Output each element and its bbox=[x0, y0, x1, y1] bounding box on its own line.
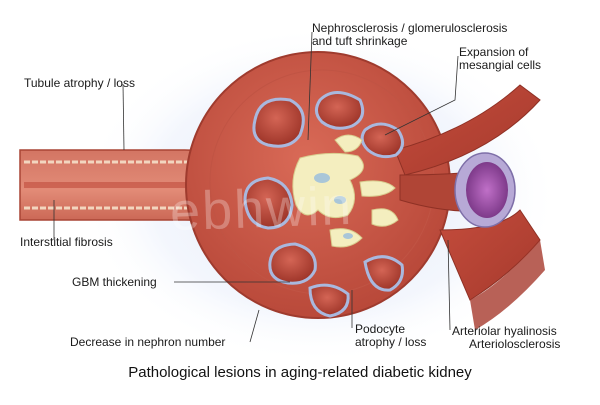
capillary-loops bbox=[243, 91, 404, 318]
leader-lines bbox=[53, 31, 459, 343]
label-interstitial-fibrosis: Interstitial fibrosis bbox=[20, 235, 113, 249]
label-mesangial-expansion-2: mesangial cells bbox=[459, 58, 542, 72]
label-tubule-atrophy: Tubule atrophy / loss bbox=[24, 76, 135, 90]
label-gbm-thickening: GBM thickening bbox=[72, 275, 157, 289]
label-arteriolosclerosis: Arteriolosclerosis bbox=[469, 337, 561, 351]
tubule bbox=[19, 149, 231, 232]
label-arteriolar-hyalinosis: Arteriolar hyalinosis bbox=[452, 324, 557, 338]
mesangial-nuclei bbox=[314, 173, 353, 239]
label-podocyte-1: Podocyte bbox=[355, 322, 406, 336]
label-tuft-shrinkage: and tuft shrinkage bbox=[312, 34, 408, 48]
figure-caption: Pathological lesions in aging-related di… bbox=[128, 364, 472, 381]
label-nephrosclerosis: Nephrosclerosis / glomerulosclerosis bbox=[312, 21, 508, 35]
label-podocyte-2: atrophy / loss bbox=[355, 335, 427, 349]
arteriole bbox=[394, 84, 545, 330]
watermark: ebhwin bbox=[169, 175, 355, 243]
mesangium bbox=[292, 134, 399, 248]
arteriole-lumen bbox=[466, 162, 508, 218]
label-nephron-decrease: Decrease in nephron number bbox=[70, 335, 226, 349]
label-mesangial-expansion-1: Expansion of bbox=[459, 45, 529, 59]
